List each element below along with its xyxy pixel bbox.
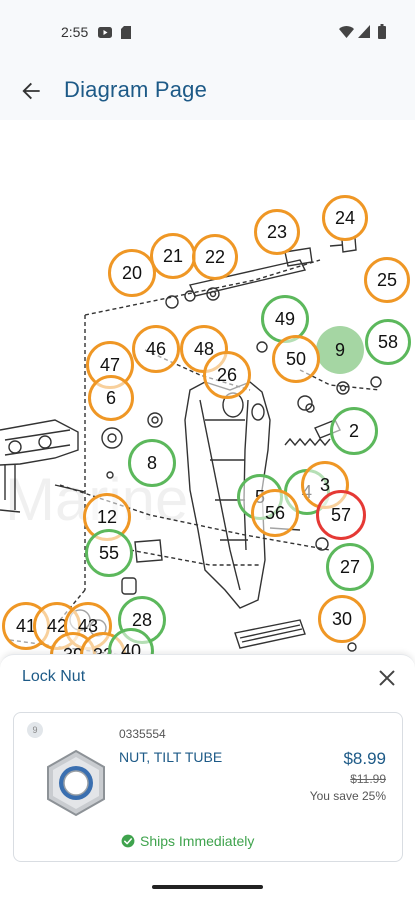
callout-8[interactable]: 8 [128,439,176,487]
hex-nut-image [47,749,105,817]
arrow-left-icon[interactable] [18,78,44,104]
shipping-status: Ships Immediately [121,833,254,849]
parts-diagram[interactable]: Marine 24 23 21 22 20 25 49 9 58 46 48 4… [0,120,415,665]
callout-6[interactable]: 6 [88,375,134,421]
callout-50[interactable]: 50 [272,335,320,383]
status-time: 2:55 [61,24,89,40]
home-indicator[interactable] [152,885,263,889]
diagram-index-badge: 9 [27,722,43,738]
product-original-price: $11.99 [350,772,386,786]
callout-56[interactable]: 56 [251,489,299,537]
callout-23[interactable]: 23 [254,209,300,255]
callout-26[interactable]: 26 [203,351,251,399]
sim-card-icon [121,26,131,39]
product-price: $8.99 [343,749,386,768]
callout-9-selected[interactable]: 9 [316,326,364,374]
callout-25[interactable]: 25 [364,257,410,303]
product-savings: You save 25% [309,789,386,803]
callout-58[interactable]: 58 [365,319,411,365]
product-card[interactable]: 9 0335554 NUT, TILT TUBE $8.99 $11.99 Yo… [13,712,403,862]
wifi-icon [339,26,354,38]
callout-55[interactable]: 55 [85,529,133,577]
close-icon[interactable] [376,667,398,689]
product-sku: 0335554 [119,727,166,741]
callout-57[interactable]: 57 [316,490,366,540]
status-bar: 2:55 [0,0,415,64]
callout-30[interactable]: 30 [318,595,366,643]
part-detail-sheet: Lock Nut 9 0335554 NUT, TILT TUBE $8.99 … [0,654,415,901]
callout-20[interactable]: 20 [108,249,156,297]
shipping-text: Ships Immediately [140,833,255,849]
callout-2[interactable]: 2 [330,407,378,455]
callout-22[interactable]: 22 [192,234,238,280]
sheet-title: Lock Nut [22,668,86,685]
app-bar: Diagram Page [0,64,415,120]
check-circle-icon [121,834,135,848]
battery-icon [378,24,386,39]
callout-46[interactable]: 46 [132,325,180,373]
callout-27[interactable]: 27 [326,543,374,591]
youtube-icon [98,27,112,38]
callout-21[interactable]: 21 [150,233,196,279]
product-name[interactable]: NUT, TILT TUBE [119,749,223,765]
callout-24[interactable]: 24 [322,195,368,241]
page-title: Diagram Page [64,77,208,102]
signal-icon [358,25,370,38]
